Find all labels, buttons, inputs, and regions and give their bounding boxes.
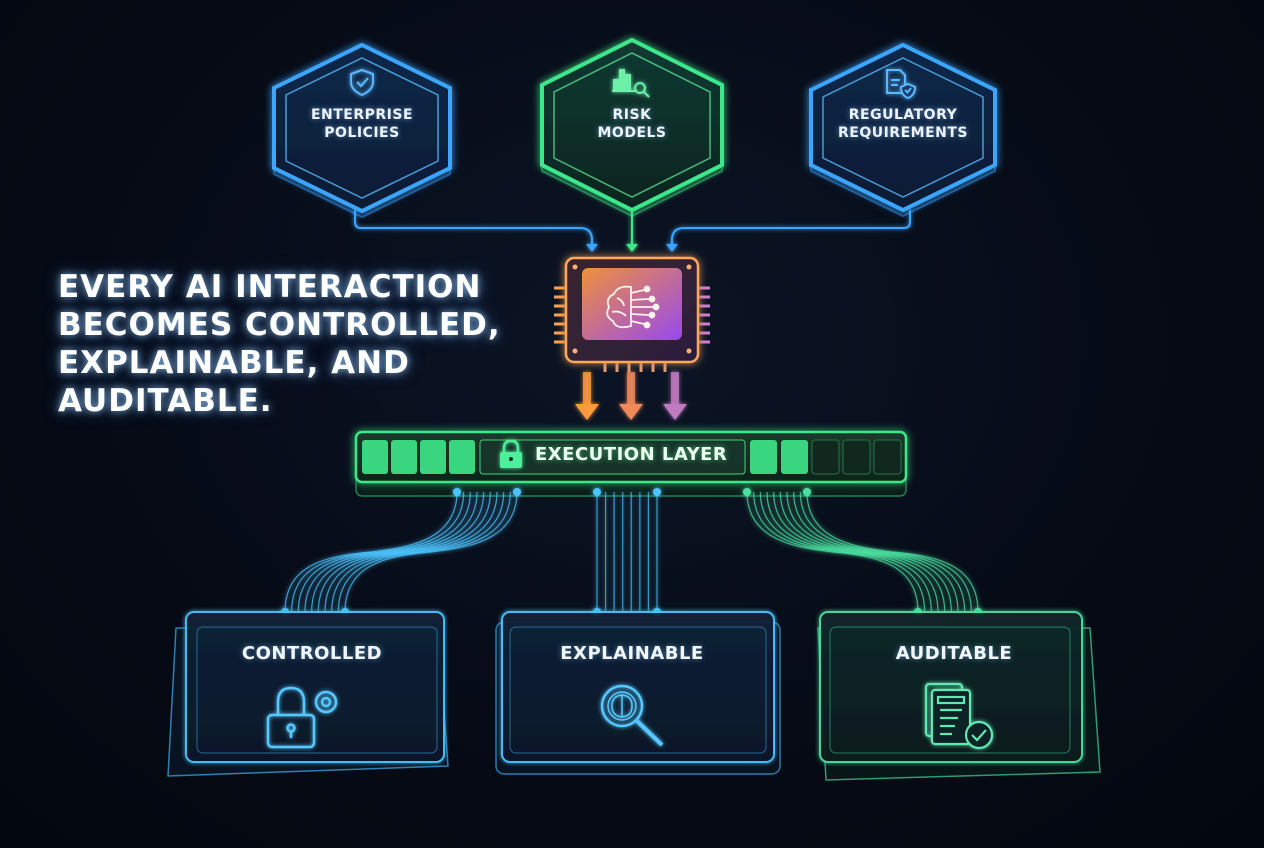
cable-line xyxy=(773,491,946,613)
headline-line: EVERY AI INTERACTION xyxy=(58,269,482,305)
cable-line xyxy=(786,491,959,613)
cable-line xyxy=(304,491,478,613)
ai-processor-chip[interactable] xyxy=(554,256,710,372)
hex-label-line: RISK xyxy=(612,107,652,123)
cable-line xyxy=(324,491,498,613)
hex-label-line: REGULATORY xyxy=(848,107,958,123)
headline-line: AUDITABLE. xyxy=(58,383,273,419)
headline-line: BECOMES CONTROLLED, xyxy=(58,307,501,343)
brain-circuit-icon xyxy=(606,285,660,329)
cable-line xyxy=(766,491,939,613)
bar-chart-search-icon xyxy=(612,69,650,98)
layer-segment-filled xyxy=(391,440,417,474)
hex-label-line: REQUIREMENTS xyxy=(837,125,968,141)
hex-label-regulatory-requirements: REGULATORY REQUIREMENTS xyxy=(803,106,1003,142)
document-check-icon xyxy=(924,682,994,750)
cable-line xyxy=(344,491,518,613)
layer-segment-filled xyxy=(781,440,808,474)
cable-line xyxy=(311,491,485,613)
cable-node xyxy=(803,488,811,496)
hex-risk-models[interactable] xyxy=(540,37,724,218)
hex-regulatory-requirements[interactable] xyxy=(809,42,997,218)
card-title-explainable: EXPLAINABLE xyxy=(560,643,704,664)
card-title-controlled: CONTROLLED xyxy=(241,643,383,664)
cable-line xyxy=(331,491,505,613)
hex-label-line: ENTERPRISE xyxy=(310,107,414,123)
cable-line xyxy=(799,491,972,613)
cable-line xyxy=(806,491,979,613)
cable-line xyxy=(746,491,919,613)
cable-line xyxy=(291,491,465,613)
cable-line xyxy=(779,491,952,613)
layer-segment-filled xyxy=(449,440,475,474)
cable-line xyxy=(317,491,491,613)
cable-node xyxy=(653,488,661,496)
headline-line: EXPLAINABLE, AND xyxy=(58,345,410,381)
layer-segments-left xyxy=(362,440,475,474)
hex-label-enterprise-policies: ENTERPRISE POLICIES xyxy=(262,106,462,142)
brain-magnifier-icon xyxy=(600,684,664,747)
hex-enterprise-policies[interactable] xyxy=(272,42,452,219)
layer-segment-empty xyxy=(873,439,902,475)
lock-icon xyxy=(500,439,522,468)
lock-gear-icon xyxy=(266,686,338,749)
document-shield-icon xyxy=(886,69,917,100)
headline: EVERY AI INTERACTION BECOMES CONTROLLED,… xyxy=(58,268,528,420)
layer-segment-empty xyxy=(811,439,840,475)
cable-line xyxy=(337,491,511,613)
execution-layer-label: EXECUTION LAYER xyxy=(535,444,728,465)
layer-segment-filled xyxy=(750,440,777,474)
layer-segment-filled xyxy=(362,440,388,474)
cable-line xyxy=(759,491,932,613)
cable-line xyxy=(297,491,471,613)
card-explainable[interactable] xyxy=(495,611,781,775)
card-title-auditable: AUDITABLE xyxy=(895,643,1013,664)
hex-label-line: POLICIES xyxy=(324,125,400,141)
input-connectors xyxy=(354,210,911,252)
cable-node xyxy=(453,488,461,496)
cable-node xyxy=(513,488,521,496)
card-controlled[interactable] xyxy=(167,611,449,777)
shield-check-icon xyxy=(350,68,374,97)
layer-segments-right xyxy=(750,439,902,475)
hex-label-line: MODELS xyxy=(597,125,667,141)
cable-line xyxy=(793,491,966,613)
output-cable-bundles xyxy=(281,488,982,616)
layer-segment-filled xyxy=(420,440,446,474)
processor-output-arrows xyxy=(575,372,687,420)
cable-line xyxy=(284,491,458,613)
cable-node xyxy=(743,488,751,496)
cable-node xyxy=(593,488,601,496)
layer-segment-empty xyxy=(842,439,871,475)
hex-label-risk-models: RISK MODELS xyxy=(532,106,732,142)
cable-line xyxy=(753,491,926,613)
